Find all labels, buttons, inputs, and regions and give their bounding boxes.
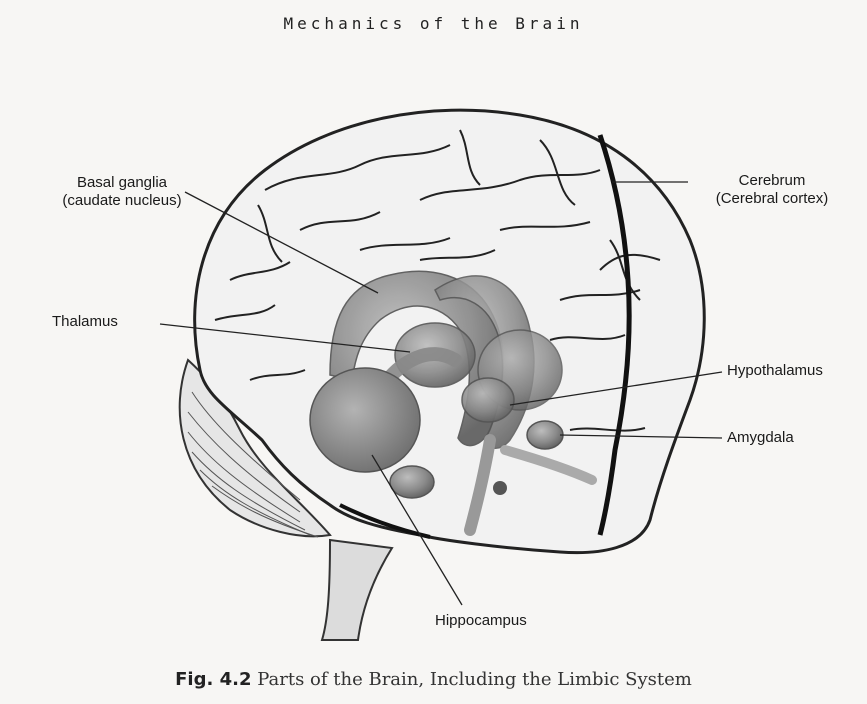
brainstem [322,540,392,640]
label-thalamus: Thalamus [52,313,118,331]
label-cerebrum: Cerebrum (Cerebral cortex) [692,172,852,208]
amygdala [527,421,563,449]
label-basal-ganglia-line2: (caudate nucleus) [46,192,198,210]
label-amygdala: Amygdala [727,429,794,447]
label-basal-ganglia-line1: Basal ganglia [46,174,198,192]
figure-caption-text: Parts of the Brain, Including the Limbic… [257,669,692,690]
label-cerebrum-line2: (Cerebral cortex) [692,190,852,208]
label-basal-ganglia: Basal ganglia (caudate nucleus) [46,174,198,210]
label-cerebrum-line1: Cerebrum [692,172,852,190]
label-hippocampus: Hippocampus [435,612,527,630]
hypothalamus [462,378,514,422]
label-hypothalamus: Hypothalamus [727,362,823,380]
hippocampus [310,368,420,472]
figure-caption: Fig. 4.2 Parts of the Brain, Including t… [0,669,867,690]
figure-number: Fig. 4.2 [175,669,251,690]
